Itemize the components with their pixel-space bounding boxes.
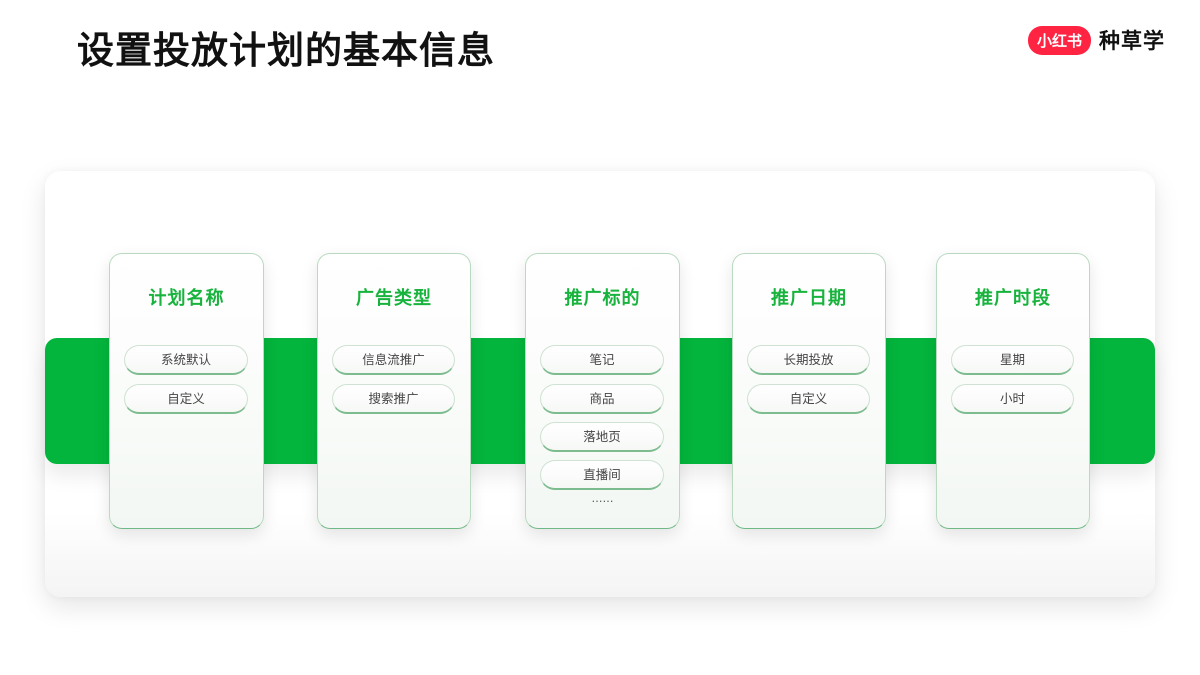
- option-pill[interactable]: 长期投放: [747, 345, 870, 375]
- option-pill[interactable]: 系统默认: [124, 345, 248, 375]
- option-pill[interactable]: 商品: [540, 384, 664, 414]
- more-ellipsis: ……: [591, 492, 614, 505]
- option-pill[interactable]: 星期: [951, 345, 1074, 375]
- card-promotion-date: 推广日期 长期投放 自定义: [732, 253, 886, 529]
- page-title: 设置投放计划的基本信息: [77, 29, 495, 72]
- option-pill[interactable]: 自定义: [124, 384, 248, 414]
- card-title: 推广时段: [975, 288, 1051, 309]
- option-pill[interactable]: 落地页: [540, 422, 664, 452]
- card-plan-name: 计划名称 系统默认 自定义: [109, 253, 264, 529]
- option-pill[interactable]: 信息流推广: [332, 345, 455, 375]
- option-pill[interactable]: 小时: [951, 384, 1074, 414]
- option-pill[interactable]: 直播间: [540, 460, 664, 490]
- option-pill[interactable]: 搜索推广: [332, 384, 455, 414]
- card-title: 推广标的: [564, 288, 641, 309]
- card-title: 广告类型: [356, 288, 432, 309]
- card-promotion-target: 推广标的 笔记 商品 落地页 直播间 ……: [525, 253, 680, 529]
- card-title: 推广日期: [771, 288, 847, 309]
- card-title: 计划名称: [148, 288, 225, 309]
- option-pill[interactable]: 自定义: [747, 384, 870, 414]
- card-ad-type: 广告类型 信息流推广 搜索推广: [317, 253, 471, 529]
- option-pill[interactable]: 笔记: [540, 345, 664, 375]
- xiaohongshu-logo-badge: 小红书: [1028, 25, 1092, 55]
- brand-logo: 小红书 种草学: [1028, 25, 1165, 55]
- card-promotion-time-slot: 推广时段 星期 小时: [936, 253, 1090, 529]
- brand-name: 种草学: [1099, 29, 1166, 53]
